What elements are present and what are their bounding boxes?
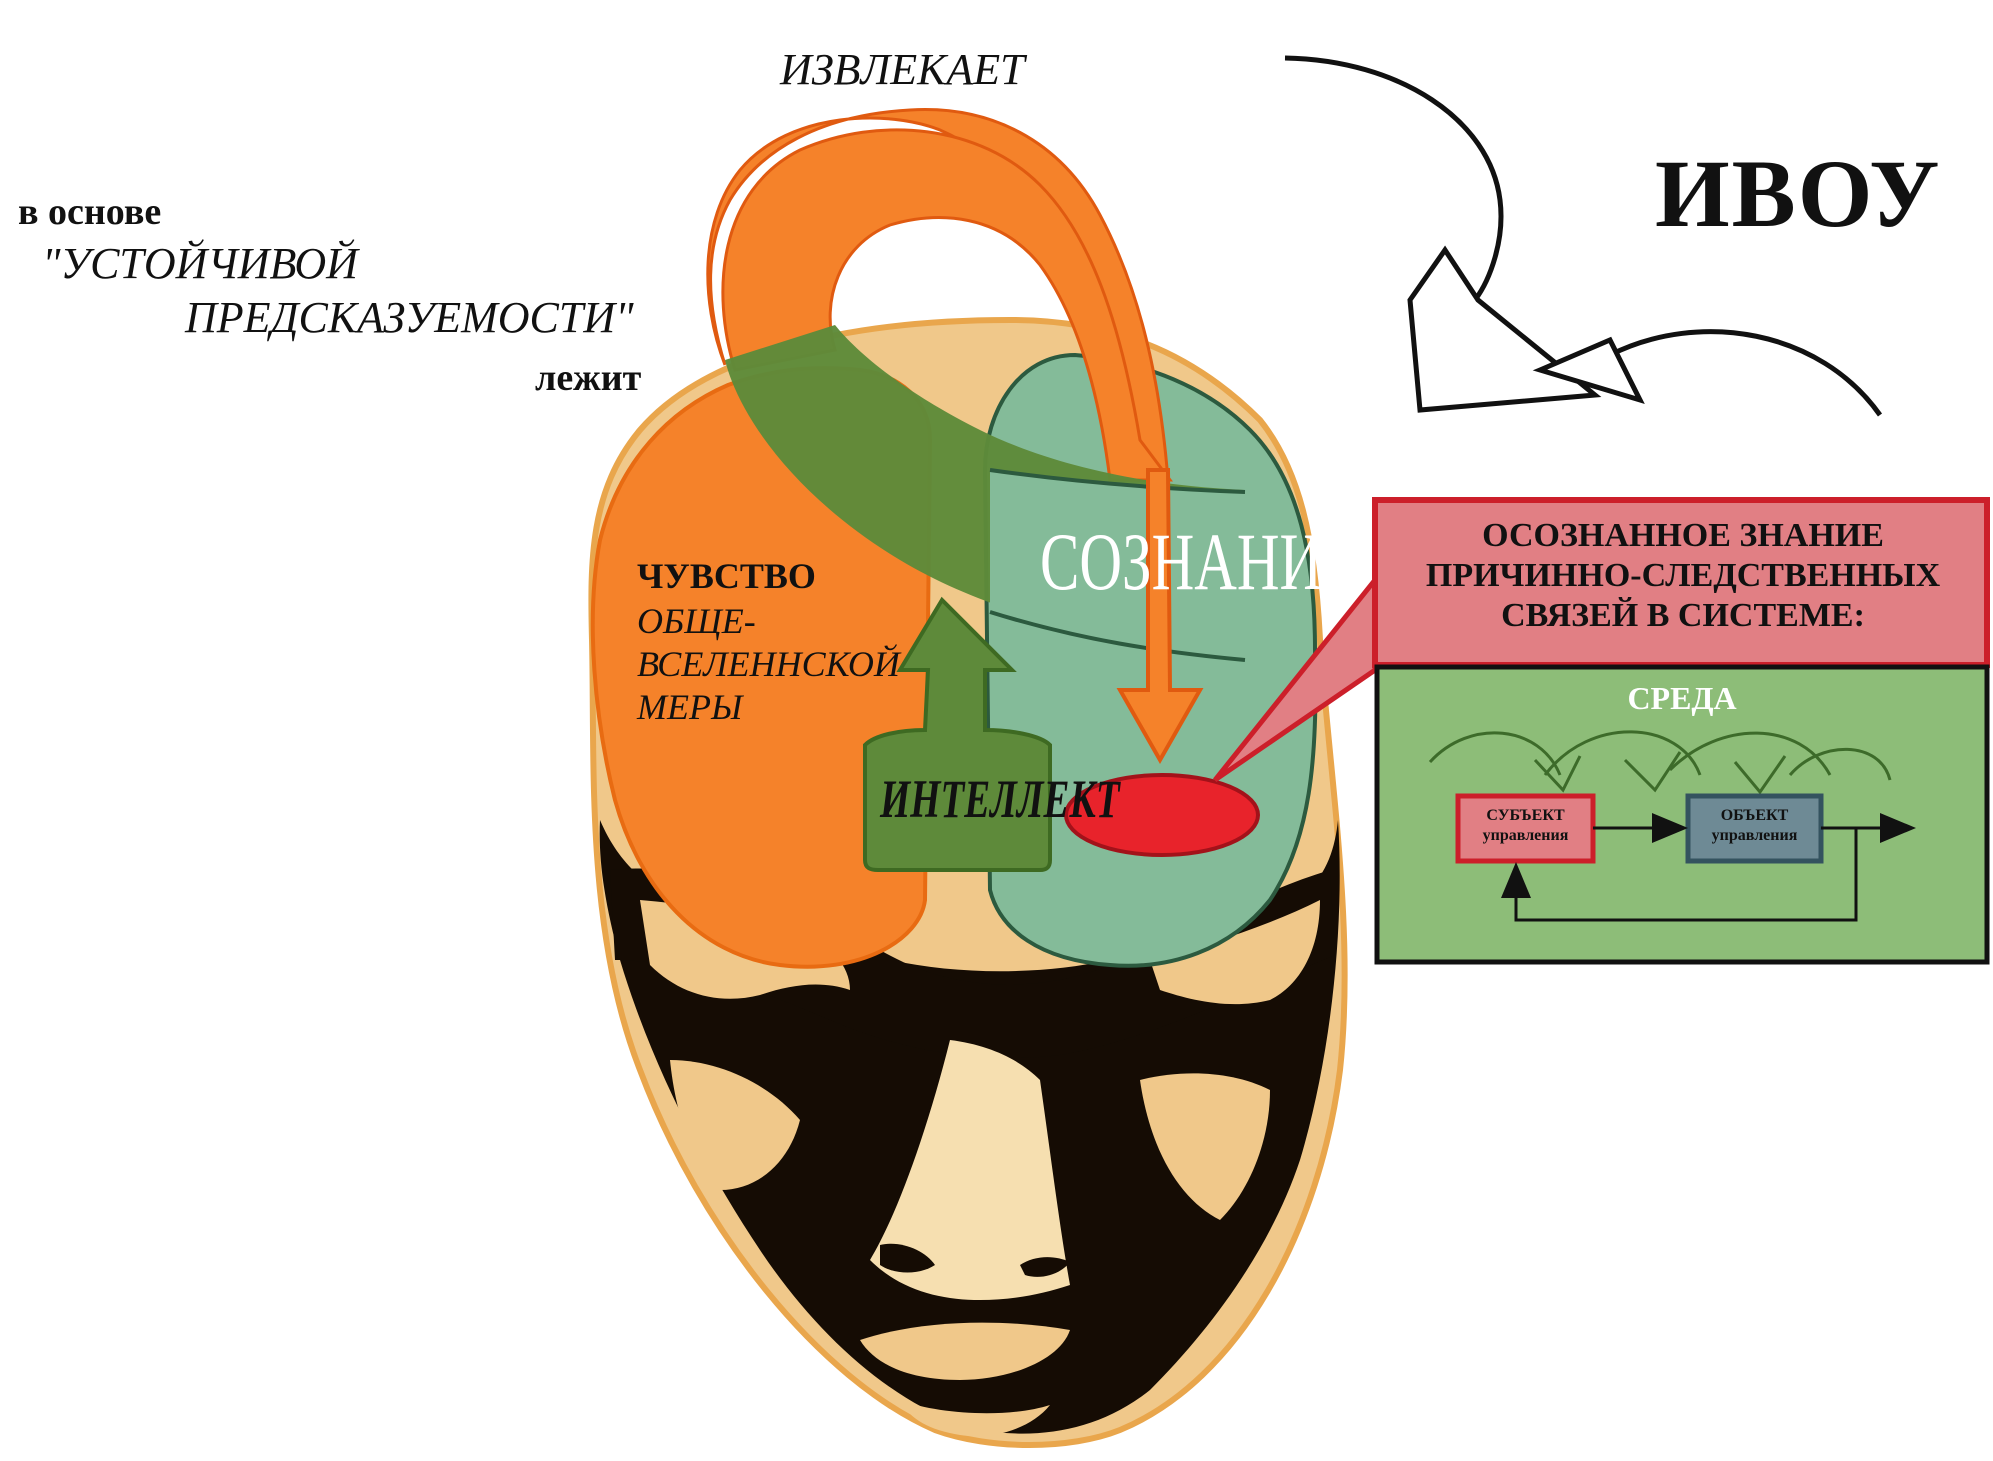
- cheek-right: [1140, 1073, 1270, 1220]
- environment-label: СРЕДА: [1627, 680, 1737, 716]
- ivou-arrows: [1284, 55, 1883, 417]
- feeling-line-3: МЕРЫ: [637, 687, 743, 727]
- cheek-highlight-right: [1150, 900, 1320, 1005]
- feeling-title: ЧУВСТВО: [637, 556, 816, 596]
- control-loop: [1501, 813, 1916, 922]
- basis-line-4: лежит: [535, 357, 642, 399]
- callout-box: [1372, 497, 1990, 668]
- cheek-left: [670, 1060, 800, 1190]
- basis-line-3: ПРЕДСКАЗУЕМОСТИ": [185, 293, 634, 342]
- nose: [870, 1040, 1070, 1300]
- environment-arcs: [1428, 730, 1892, 795]
- knowledge-spot: [1064, 773, 1260, 857]
- basis-line-2: "УСТОЙЧИВОЙ: [42, 239, 358, 288]
- chin: [900, 1400, 1050, 1437]
- subject-label: СУБЪЕКТ управления: [1458, 806, 1593, 846]
- callout-line-1: ОСОЗНАННОЕ ЗНАНИЕ: [1482, 517, 1884, 554]
- mouth: [860, 1322, 1070, 1380]
- green-band-over-teal: [990, 470, 1245, 660]
- object-line-2: управления: [1711, 827, 1798, 844]
- consciousness-text: СОЗНАНИЕ: [1040, 516, 1359, 607]
- feeling-line-1: ОБЩЕ-: [637, 601, 756, 641]
- feeling-line-2: ВСЕЛЕННСКОЙ: [637, 644, 900, 684]
- extract-down-arrow: [1116, 468, 1204, 765]
- basis-line-1: в основе: [18, 191, 162, 233]
- callout-line-3: СВЯЗЕЙ В СИСТЕМЕ:: [1501, 597, 1865, 634]
- subject-line-2: управления: [1482, 827, 1569, 844]
- extract-arc-band: [721, 128, 1173, 482]
- intellect-text: ИНТЕЛЛЕКТ: [880, 769, 1120, 829]
- subject-line-1: СУБЪЕКТ: [1486, 807, 1565, 824]
- object-line-1: ОБЪЕКТ: [1720, 807, 1789, 824]
- callout-line-2: ПРИЧИННО-СЛЕДСТВЕННЫХ: [1425, 557, 1941, 594]
- intellect-arrow: [863, 596, 1052, 872]
- subject-box: [1455, 793, 1596, 864]
- consciousness-label: СОЗНАНИЕ: [1040, 515, 1482, 609]
- nostril-left: [880, 1243, 935, 1273]
- nostril-right: [1020, 1257, 1070, 1277]
- object-label: ОБЪЕКТ управления: [1688, 806, 1821, 846]
- extracts-label: ИЗВЛЕКАЕТ: [780, 45, 1025, 94]
- intellect-label: ИНТЕЛЛЕКТ: [880, 768, 1213, 830]
- callout-text: ОСОЗНАННОЕ ЗНАНИЕ ПРИЧИННО-СЛЕДСТВЕННЫХ …: [1377, 516, 1989, 636]
- ivou-title: ИВОУ: [1655, 140, 1942, 247]
